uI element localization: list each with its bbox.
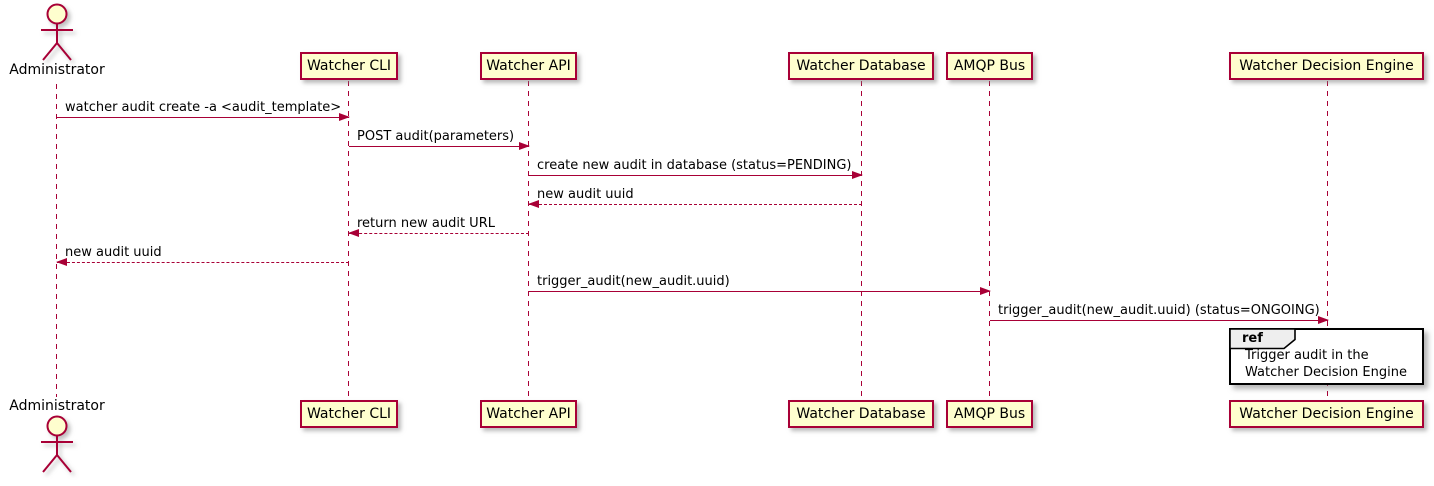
participant-box-watcher-cli-top: Watcher CLI	[300, 52, 398, 80]
message-new-audit-uuid-cli: new audit uuid	[56, 245, 349, 266]
participant-box-watcher-api-top: Watcher API	[480, 52, 577, 80]
lifeline-watcher-api	[528, 81, 529, 400]
participant-label: Watcher Database	[796, 58, 926, 74]
message-create-new-audit: create new audit in database (status=PEN…	[529, 158, 863, 179]
message-new-audit-uuid-db: new audit uuid	[528, 187, 862, 208]
message-label: watcher audit create -a <audit_template>	[65, 100, 342, 115]
participant-label: Watcher Decision Engine	[1239, 406, 1414, 422]
ref-line-1: Trigger audit in the	[1245, 348, 1369, 363]
ref-body-text: Trigger audit in the Watcher Decision En…	[1245, 347, 1407, 381]
participant-label: Watcher API	[486, 58, 571, 74]
participant-box-watcher-cli-bottom: Watcher CLI	[300, 400, 398, 428]
actor-label-administrator-top: Administrator	[9, 62, 105, 78]
message-watcher-audit-create: watcher audit create -a <audit_template>	[57, 100, 350, 121]
message-trigger-audit-ongoing: trigger_audit(new_audit.uuid) (status=ON…	[990, 303, 1329, 324]
arrowhead-left-icon	[56, 258, 67, 266]
message-label: trigger_audit(new_audit.uuid) (status=ON…	[998, 303, 1320, 318]
participant-label: Watcher CLI	[306, 58, 392, 74]
message-return-new-audit-url: return new audit URL	[348, 216, 529, 237]
message-trigger-audit: trigger_audit(new_audit.uuid)	[529, 274, 991, 295]
participant-box-watcher-decision-engine-top: Watcher Decision Engine	[1229, 52, 1424, 80]
participant-label: Watcher Database	[796, 406, 926, 422]
arrowhead-right-icon	[980, 287, 991, 295]
arrowhead-right-icon	[852, 171, 863, 179]
arrowhead-left-icon	[528, 200, 539, 208]
message-label: new audit uuid	[65, 245, 162, 260]
arrowhead-right-icon	[1318, 316, 1329, 324]
ref-keyword: ref	[1242, 331, 1263, 346]
message-post-audit: POST audit(parameters)	[349, 129, 530, 150]
participant-box-watcher-api-bottom: Watcher API	[480, 400, 577, 428]
arrowhead-right-icon	[339, 113, 350, 121]
participant-box-amqp-bus-top: AMQP Bus	[946, 52, 1033, 80]
administrator-actor-icon	[41, 3, 73, 61]
lifeline-watcher-decision-engine	[1327, 81, 1328, 400]
ref-fragment: ref Trigger audit in the Watcher Decisio…	[1229, 328, 1424, 385]
ref-header-pentagon-icon	[1229, 328, 1296, 350]
participant-box-watcher-database-top: Watcher Database	[788, 52, 934, 80]
participant-label: AMQP Bus	[953, 58, 1026, 74]
participant-label: Watcher API	[486, 406, 571, 422]
lifeline-watcher-database	[861, 81, 862, 400]
lifeline-administrator	[56, 84, 57, 397]
message-label: create new audit in database (status=PEN…	[537, 158, 852, 173]
message-label: trigger_audit(new_audit.uuid)	[537, 274, 730, 289]
participant-box-watcher-database-bottom: Watcher Database	[788, 400, 934, 428]
participant-label: AMQP Bus	[953, 406, 1026, 422]
message-label: POST audit(parameters)	[357, 129, 515, 144]
lifeline-watcher-cli	[348, 81, 349, 400]
arrowhead-right-icon	[519, 142, 530, 150]
participant-box-watcher-decision-engine-bottom: Watcher Decision Engine	[1229, 400, 1424, 428]
participant-label: Watcher CLI	[306, 406, 392, 422]
message-label: new audit uuid	[537, 187, 634, 202]
administrator-actor-icon	[41, 415, 73, 473]
participant-label: Watcher Decision Engine	[1239, 58, 1414, 74]
lifeline-amqp-bus	[989, 81, 990, 400]
participant-box-amqp-bus-bottom: AMQP Bus	[946, 400, 1033, 428]
actor-label-administrator-bottom: Administrator	[9, 398, 105, 414]
message-label: return new audit URL	[357, 216, 495, 231]
arrowhead-left-icon	[348, 229, 359, 237]
ref-line-2: Watcher Decision Engine	[1245, 365, 1407, 380]
